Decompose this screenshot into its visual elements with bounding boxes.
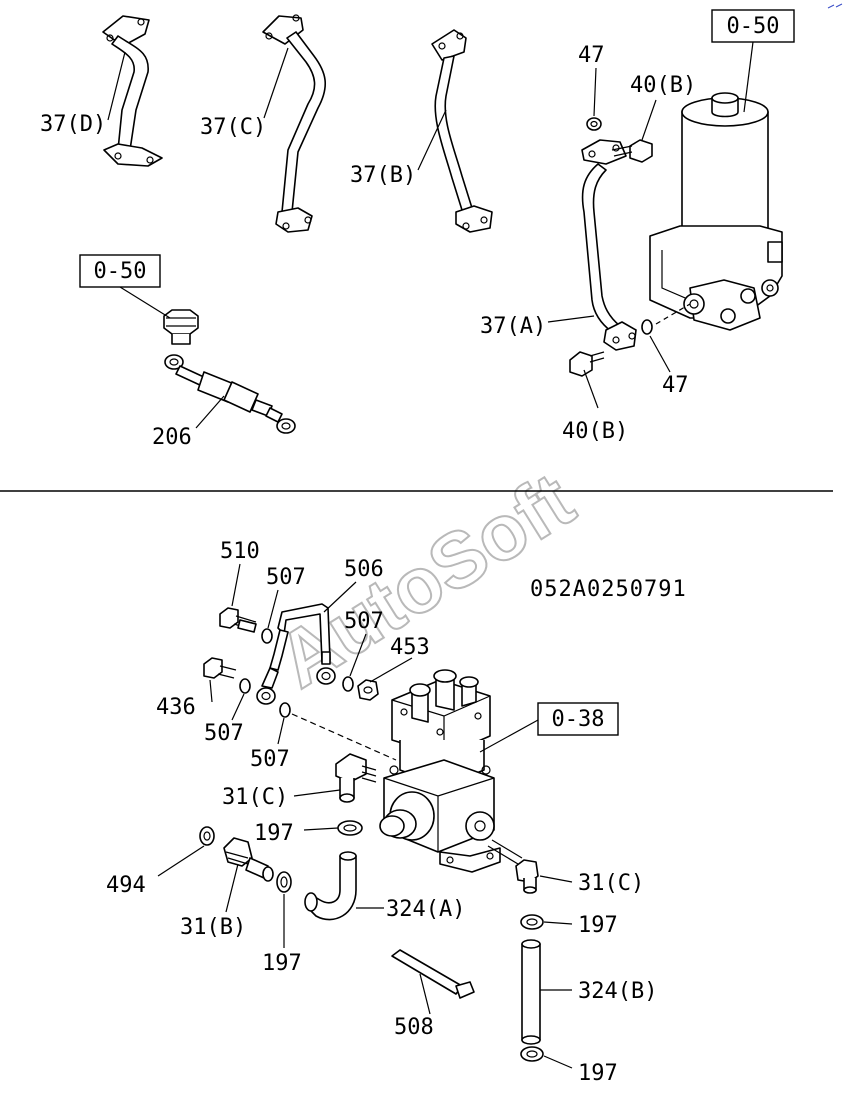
- clip-197-a: [337, 820, 363, 836]
- callout-507-d: 507: [250, 747, 290, 772]
- callout-510: 510: [220, 539, 260, 564]
- callout-197-d: 197: [578, 1061, 618, 1086]
- callout-37c: 37(C): [200, 115, 266, 140]
- callout-197-b: 197: [262, 951, 302, 976]
- bolt-436: [203, 657, 237, 679]
- callout-507-c: 507: [204, 721, 244, 746]
- diagram-code: 052A0250791: [530, 577, 687, 602]
- callout-40b-top: 40(B): [630, 73, 696, 98]
- callout-31b: 31(B): [180, 915, 246, 940]
- fitting-31c-left: [335, 753, 377, 803]
- callout-453: 453: [390, 635, 430, 660]
- hose-324b: [521, 939, 541, 1045]
- washer-47-top: [586, 117, 602, 131]
- fitting-0-50: [163, 309, 199, 345]
- callout-31c-right: 31(C): [578, 871, 644, 896]
- hose-324a: [304, 851, 357, 921]
- fitting-31c-right: [487, 839, 539, 894]
- pipe-37c: [262, 14, 326, 233]
- callout-31c-left: 31(C): [222, 785, 288, 810]
- callout-197-a: 197: [254, 821, 294, 846]
- clip-197-d: [520, 1046, 544, 1062]
- callout-37b: 37(B): [350, 163, 416, 188]
- ref-label-left: 0-50: [94, 259, 147, 284]
- callout-506: 506: [344, 557, 384, 582]
- callout-508: 508: [394, 1015, 434, 1040]
- callout-494: 494: [106, 873, 146, 898]
- washer-494: [199, 826, 215, 846]
- bolt-40b-top: [611, 139, 653, 163]
- clip-197-b: [276, 871, 292, 893]
- washer-507-a: [261, 628, 273, 644]
- callout-37a: 37(A): [480, 314, 546, 339]
- callout-197-c: 197: [578, 913, 618, 938]
- ref-label-top-right: 0-50: [727, 14, 780, 39]
- pipe-37d: [102, 15, 163, 167]
- ref-box-left: [79, 254, 161, 288]
- callout-47-top: 47: [578, 43, 605, 68]
- callout-47-bottom: 47: [662, 373, 689, 398]
- callout-206: 206: [152, 425, 192, 450]
- ref-box-pump: [537, 702, 619, 736]
- ref-box-top-right: [711, 9, 795, 43]
- injection-pump: [379, 669, 501, 873]
- fuel-filter-assembly: [649, 92, 783, 331]
- callout-37d: 37(D): [40, 112, 106, 137]
- ref-label-pump: 0-38: [552, 707, 605, 732]
- pipe-506: [256, 603, 336, 705]
- callout-507-a: 507: [266, 565, 306, 590]
- washer-507-b: [342, 676, 354, 692]
- corner-mark: [827, 3, 843, 9]
- washer-47-bottom: [641, 319, 653, 335]
- pipe-37b: [431, 29, 493, 233]
- fuel-hose-206: [164, 354, 296, 434]
- washer-507-c: [239, 678, 251, 694]
- callout-40b-bottom: 40(B): [562, 419, 628, 444]
- fitting-31b: [223, 837, 274, 882]
- bolt-40b-bottom: [569, 351, 605, 377]
- callout-324a: 324(A): [386, 897, 465, 922]
- callout-507-b: 507: [344, 609, 384, 634]
- callout-324b: 324(B): [578, 979, 657, 1004]
- washer-507-d: [279, 702, 291, 718]
- clip-197-c: [520, 914, 544, 930]
- callout-436: 436: [156, 695, 196, 720]
- pipe-37a: [581, 139, 637, 351]
- bolt-510: [219, 607, 257, 633]
- strap-508: [391, 949, 475, 999]
- nut-453: [357, 679, 379, 701]
